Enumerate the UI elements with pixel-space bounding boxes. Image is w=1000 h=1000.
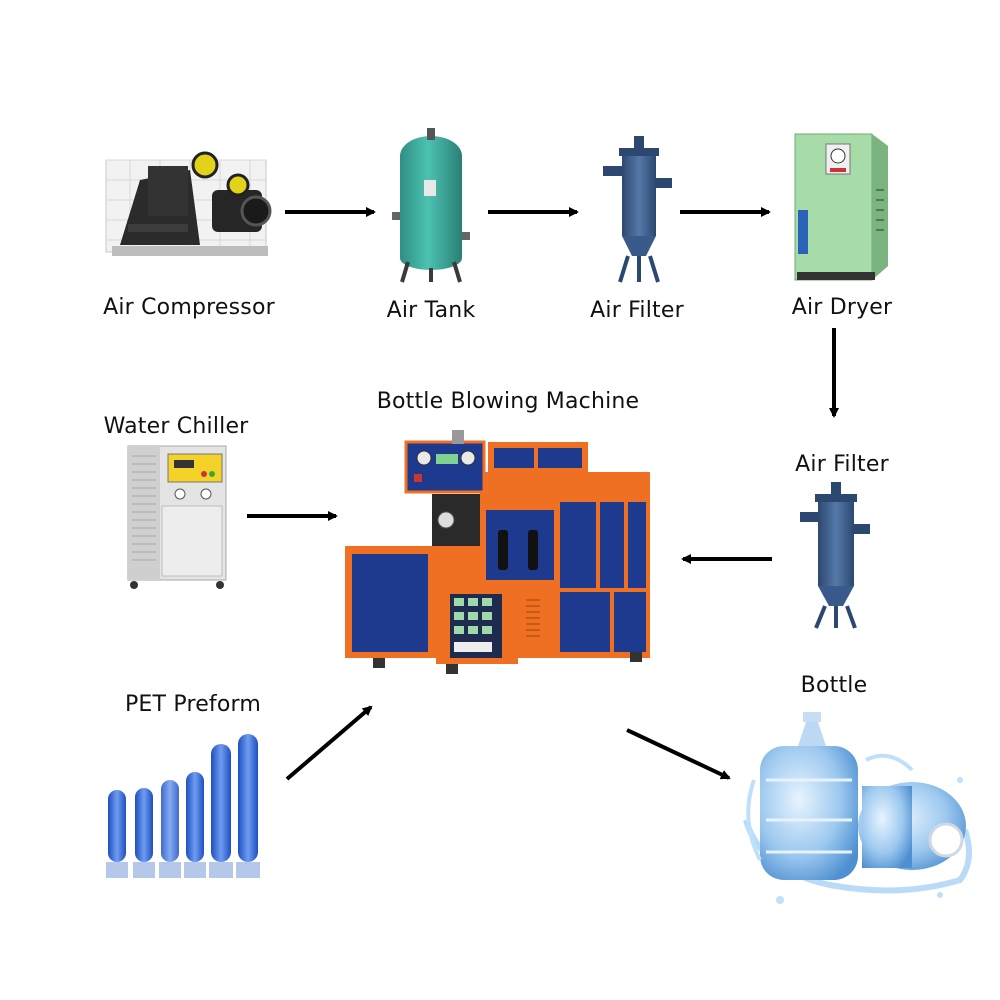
air-compressor-icon [105, 151, 272, 256]
air-filter-icon-bottom [800, 482, 870, 629]
air-tank-icon [392, 128, 470, 283]
label-pet-preform: PET Preform [124, 692, 262, 717]
label-bottle: Bottle [800, 673, 868, 698]
label-air-filter-bottom: Air Filter [795, 452, 889, 477]
flow-arrows [247, 207, 839, 781]
air-dryer-icon [794, 133, 888, 281]
pet-preform-icon [106, 734, 260, 878]
bottle-blowing-machine-icon [345, 430, 650, 674]
water-bottle-icon [743, 712, 972, 904]
arrow-preform-to-machine [285, 705, 373, 781]
water-chiller-icon [127, 445, 227, 589]
label-air-filter-top: Air Filter [590, 298, 684, 323]
label-air-compressor: Air Compressor [103, 295, 275, 320]
label-air-dryer: Air Dryer [791, 295, 893, 320]
label-bottle-blowing-machine: Bottle Blowing Machine [376, 389, 640, 414]
air-filter-icon-top [603, 136, 672, 283]
arrow-machine-to-bottle [626, 728, 731, 780]
label-water-chiller: Water Chiller [103, 414, 249, 439]
label-air-tank: Air Tank [386, 298, 476, 323]
